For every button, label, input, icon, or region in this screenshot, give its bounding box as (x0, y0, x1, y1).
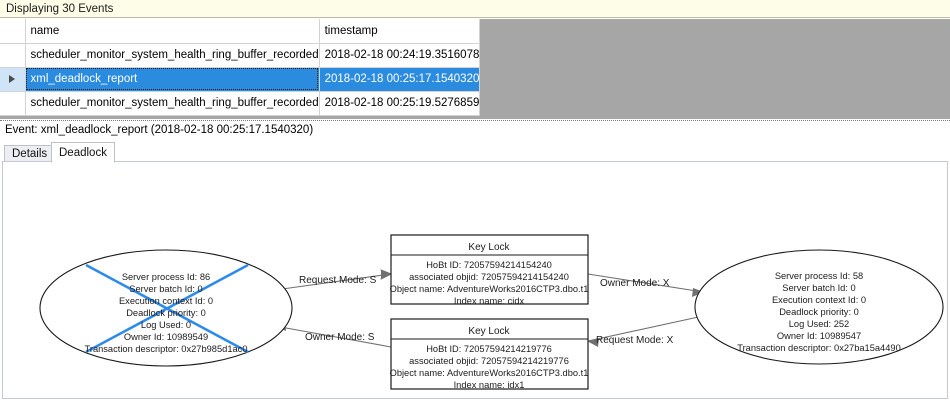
victim-line-6: Transaction descriptor: 0x27b985d1ac0 (85, 344, 248, 354)
edge-label-owner-mode-s: Owner Mode: S (305, 332, 375, 343)
column-header-selector (0, 19, 26, 44)
survivor-line-2: Execution context Id: 0 (772, 295, 866, 305)
resource-bottom-title: Key Lock (468, 326, 510, 337)
events-grid[interactable]: name timestamp scheduler_monitor_system_… (0, 19, 950, 119)
process-node-survivor[interactable]: Server process Id: 58 Server batch Id: 0… (694, 249, 944, 365)
tab-strip: Details Deadlock (0, 140, 950, 163)
tab-deadlock[interactable]: Deadlock (51, 142, 115, 163)
cell-name[interactable]: scheduler_monitor_system_health_ring_buf… (25, 91, 320, 116)
edge-top-owner-survivor (587, 273, 704, 297)
row-selector-cell[interactable] (0, 43, 26, 68)
resource-bottom-line-3: Index name: idx1 (454, 380, 525, 390)
victim-line-1: Server batch Id: 0 (129, 284, 202, 294)
events-count-header: Displaying 30 Events (0, 0, 950, 18)
resource-top-line-3: Index name: cidx (454, 296, 525, 306)
resource-node-top[interactable]: Key Lock HoBt ID: 72057594214154240 asso… (390, 234, 589, 306)
edge-label-request-mode-x: Request Mode: X (596, 335, 674, 346)
resource-top-line-1: associated objid: 72057594214154240 (409, 272, 569, 282)
cell-timestamp[interactable]: 2018-02-18 00:25:19.5276859 (319, 91, 481, 116)
cell-timestamp[interactable]: 2018-02-18 00:24:19.3516078 (319, 43, 481, 68)
column-header-timestamp[interactable]: timestamp (319, 19, 481, 44)
survivor-line-5: Owner Id: 10989547 (777, 331, 861, 341)
table-row[interactable]: scheduler_monitor_system_health_ring_buf… (0, 91, 481, 116)
edge-victim-request-top (274, 269, 392, 291)
process-node-victim[interactable]: Server process Id: 86 Server batch Id: 0… (39, 249, 293, 367)
survivor-line-1: Server batch Id: 0 (782, 283, 855, 293)
resource-top-line-0: HoBt ID: 72057594214154240 (426, 260, 552, 270)
resource-bottom-line-1: associated objid: 72057594214219776 (409, 356, 569, 366)
cell-name[interactable]: xml_deadlock_report (25, 67, 320, 92)
victim-line-2: Execution context Id: 0 (119, 296, 213, 306)
survivor-line-4: Log Used: 252 (789, 319, 849, 329)
row-selector-cell[interactable] (0, 91, 26, 116)
table-row[interactable]: xml_deadlock_report 2018-02-18 00:25:17.… (0, 67, 481, 92)
cell-timestamp[interactable]: 2018-02-18 00:25:17.1540320 (319, 67, 481, 92)
column-header-name[interactable]: name (25, 19, 320, 44)
victim-line-5: Owner Id: 10989549 (124, 332, 208, 342)
table-header-row: name timestamp (0, 19, 481, 44)
edge-survivor-request-bottom (587, 315, 704, 347)
resource-bottom-line-0: HoBt ID: 72057594214219776 (426, 344, 552, 354)
survivor-line-6: Transaction descriptor: 0x27ba15a4490 (737, 343, 901, 353)
survivor-line-3: Deadlock priority: 0 (779, 307, 859, 317)
edge-label-owner-mode-x: Owner Mode: X (600, 278, 670, 289)
edge-label-request-mode-s: Request Mode: S (299, 275, 377, 286)
event-detail-title: Event: xml_deadlock_report (2018-02-18 0… (0, 120, 950, 139)
victim-line-4: Log Used: 0 (141, 320, 191, 330)
row-selector-arrow-icon (9, 74, 16, 83)
table-row[interactable]: scheduler_monitor_system_health_ring_buf… (0, 43, 481, 68)
cell-name[interactable]: scheduler_monitor_system_health_ring_buf… (25, 43, 320, 68)
resource-bottom-line-2: Object name: AdventureWorks2016CTP3.dbo.… (390, 368, 589, 378)
resource-top-line-2: Object name: AdventureWorks2016CTP3.dbo.… (390, 284, 589, 294)
victim-cross-line-2 (85, 263, 249, 354)
tab-details[interactable]: Details (4, 145, 56, 162)
row-selector-cell[interactable] (0, 67, 26, 92)
resource-top-title: Key Lock (468, 242, 510, 253)
resource-node-bottom[interactable]: Key Lock HoBt ID: 72057594214219776 asso… (390, 318, 589, 390)
events-table[interactable]: name timestamp scheduler_monitor_system_… (0, 19, 481, 116)
events-panel: Displaying 30 Events name timestamp sche… (0, 0, 950, 119)
victim-line-3: Deadlock priority: 0 (126, 308, 206, 318)
survivor-line-0: Server process Id: 58 (775, 271, 863, 281)
deadlock-graph-canvas[interactable]: Request Mode: S Owner Mode: X Owner Mode… (2, 161, 948, 399)
victim-line-0: Server process Id: 86 (122, 272, 210, 282)
